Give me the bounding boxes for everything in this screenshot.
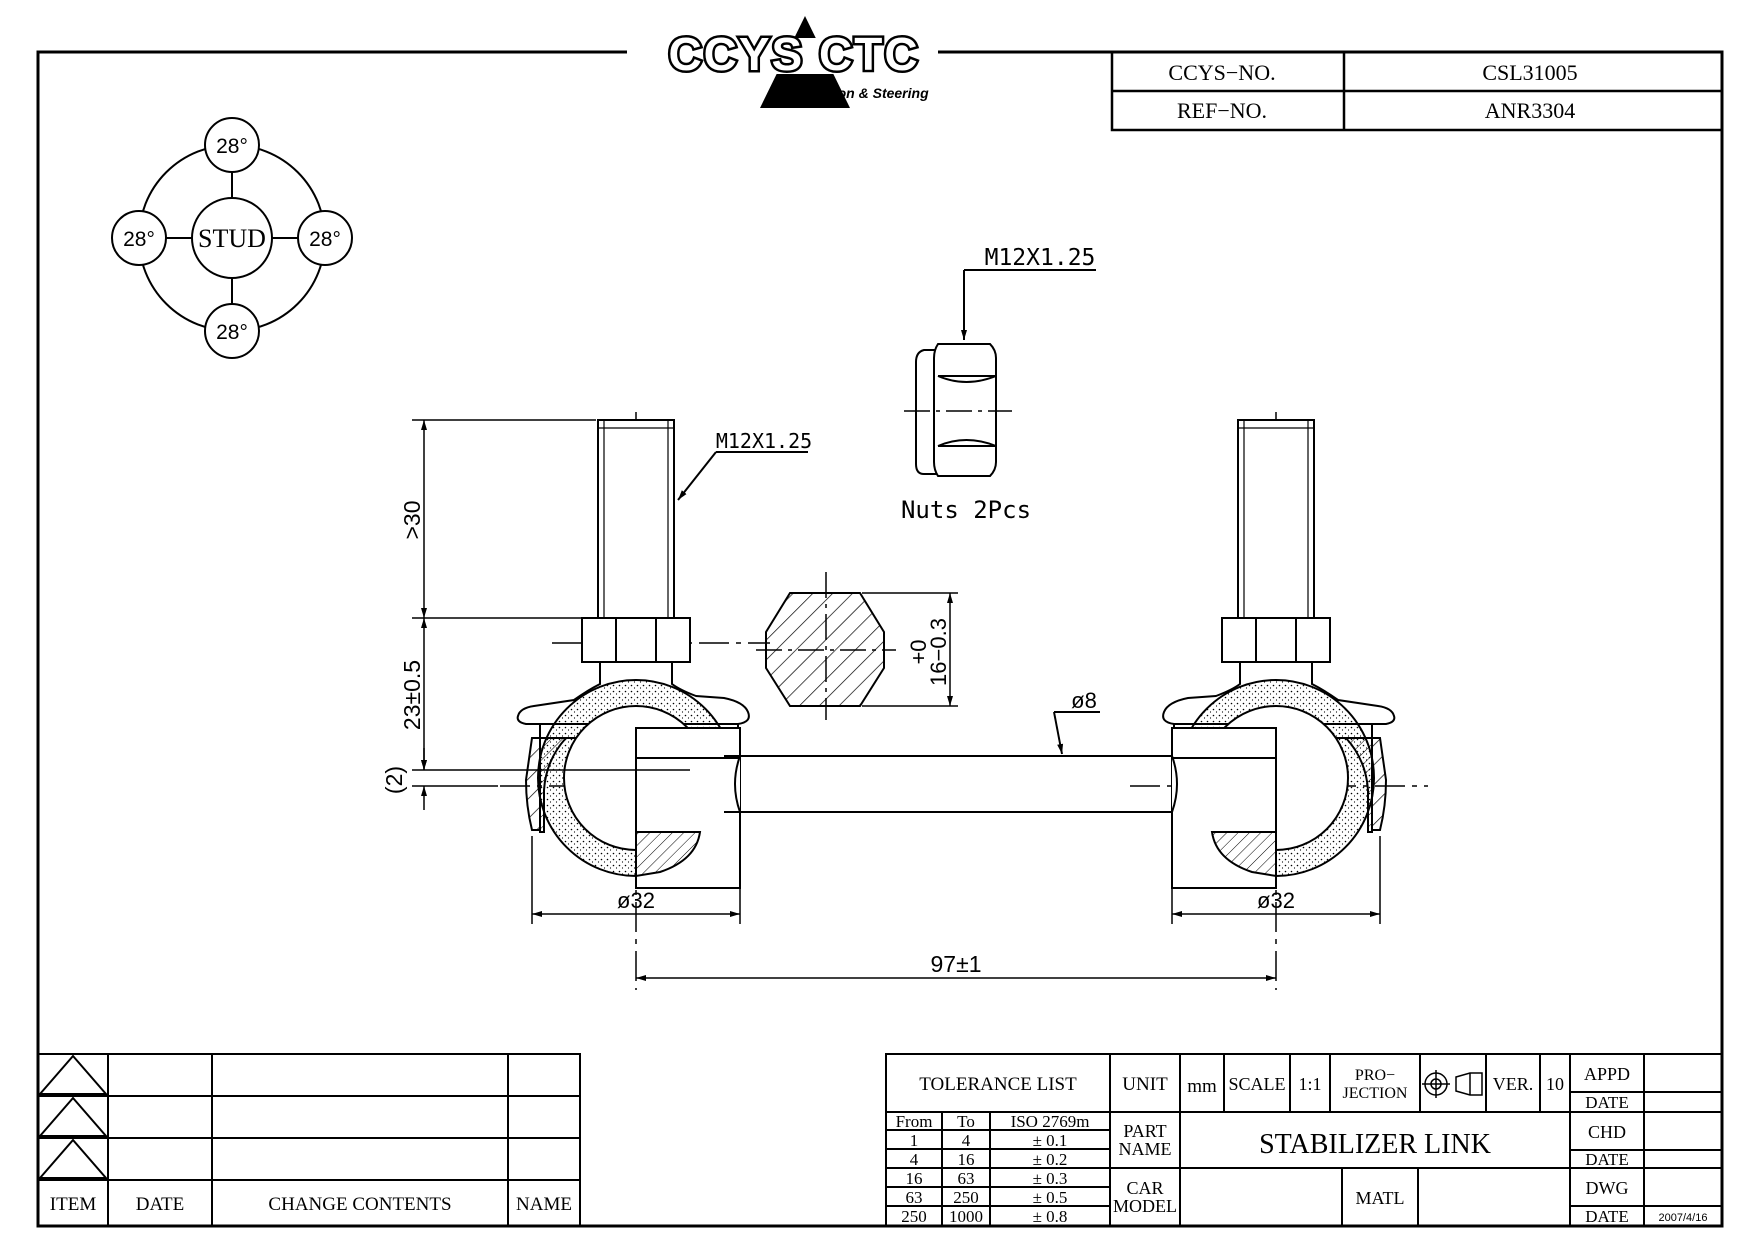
ball-diameter-right: ø32 [1257, 888, 1295, 913]
stud-thread: M12X1.25 [716, 429, 812, 453]
angle-top: 28° [216, 135, 248, 158]
stud-thread-leader [677, 451, 808, 501]
tolerance-header-cell: To [957, 1112, 975, 1131]
appd-label: APPD [1584, 1064, 1630, 1084]
rev-change-header: CHANGE CONTENTS [268, 1194, 451, 1215]
part-name-label-2: NAME [1119, 1139, 1172, 1159]
header-table [1110, 50, 1724, 132]
angle-left: 28° [123, 228, 155, 251]
title-block [885, 1053, 1723, 1227]
tolerance-cell: ± 0.8 [1033, 1207, 1068, 1226]
rev-name-header: NAME [516, 1194, 572, 1215]
part-name-value: STABILIZER LINK [1259, 1129, 1491, 1160]
ref-no-label: REF−NO. [1177, 98, 1267, 123]
unit-value: mm [1187, 1076, 1217, 1097]
left-ball-joint [516, 419, 1174, 889]
vertical-dimensions [412, 419, 690, 810]
angle-bottom: 28° [216, 321, 248, 344]
right-ball-joint [1162, 419, 1396, 889]
part-name-label-1: PART [1123, 1121, 1166, 1141]
matl-label: MATL [1356, 1188, 1405, 1208]
scale-value: 1:1 [1298, 1074, 1321, 1094]
center-distance: 97±1 [931, 951, 982, 977]
ver-label: VER. [1493, 1074, 1534, 1094]
tolerance-cell: 250 [953, 1188, 979, 1207]
ball-diameter-left: ø32 [617, 888, 655, 913]
tolerance-header-cell: From [896, 1112, 933, 1131]
tolerance-cell: 16 [906, 1169, 923, 1188]
tolerance-cell: 4 [962, 1131, 971, 1150]
ver-value: 10 [1546, 1074, 1564, 1094]
nut-thread-leader [961, 269, 1096, 340]
nut-thread: M12X1.25 [985, 245, 1096, 271]
revision-table [37, 1053, 581, 1227]
tolerance-cell: 4 [910, 1150, 919, 1169]
date3-value: 2007/4/16 [1659, 1212, 1708, 1224]
ccys-no-value: CSL31005 [1482, 60, 1577, 85]
rod-leader [1053, 711, 1100, 755]
rev-date-header: DATE [136, 1194, 185, 1215]
hex-tol-upper: +0 [906, 639, 931, 664]
rod-diameter: ø8 [1071, 688, 1097, 713]
scale-label: SCALE [1228, 1074, 1285, 1094]
projection-label-2: JECTION [1343, 1085, 1408, 1102]
car-model-label-1: CAR [1126, 1178, 1163, 1198]
date1-label: DATE [1585, 1093, 1628, 1112]
tolerance-cell: 250 [901, 1207, 927, 1226]
hex-tol-lower: 16−0.3 [926, 618, 951, 686]
tolerance-cell: ± 0.2 [1033, 1150, 1068, 1169]
height-dim: 23±0.5 [399, 660, 425, 730]
tolerance-cell: 63 [958, 1169, 975, 1188]
logo-text: CCYS CTC [668, 28, 919, 80]
tolerance-header-cell: ISO 2769m [1011, 1112, 1090, 1131]
tolerance-cell: ± 0.1 [1033, 1131, 1068, 1150]
tolerance-cell: ± 0.3 [1033, 1169, 1068, 1188]
stud-angle-diagram [111, 117, 353, 359]
tolerance-cell: 1000 [949, 1207, 983, 1226]
rev-item-header: ITEM [50, 1194, 97, 1215]
offset-dim: (2) [381, 766, 407, 794]
car-model-label-2: MODEL [1113, 1196, 1177, 1216]
ccys-no-label: CCYS−NO. [1168, 60, 1275, 85]
dwg-label: DWG [1586, 1178, 1629, 1198]
date2-label: DATE [1585, 1150, 1628, 1169]
projection-label-1: PRO− [1355, 1067, 1395, 1084]
logo: CCYS CTC Suspension & Steering [650, 16, 938, 108]
tolerance-title: TOLERANCE LIST [919, 1074, 1077, 1095]
tolerance-cell: ± 0.5 [1033, 1188, 1068, 1207]
tolerance-cell: 63 [906, 1188, 923, 1207]
unit-label: UNIT [1122, 1074, 1168, 1095]
date3-label: DATE [1585, 1207, 1628, 1226]
chd-label: CHD [1588, 1122, 1626, 1142]
angle-right: 28° [309, 228, 341, 251]
nut-drawing [904, 343, 1012, 477]
tolerance-cell: 16 [958, 1150, 975, 1169]
projection-symbol [1422, 1070, 1483, 1098]
stud-label: STUD [198, 224, 266, 253]
nut-label: Nuts 2Pcs [901, 496, 1031, 524]
logo-tagline: Suspension & Steering [775, 85, 929, 101]
ref-no-value: ANR3304 [1485, 98, 1575, 123]
horizontal-dimensions [531, 812, 1381, 981]
tolerance-cell: 1 [910, 1131, 919, 1150]
hex-section [756, 572, 958, 720]
stud-length: >30 [399, 500, 425, 539]
